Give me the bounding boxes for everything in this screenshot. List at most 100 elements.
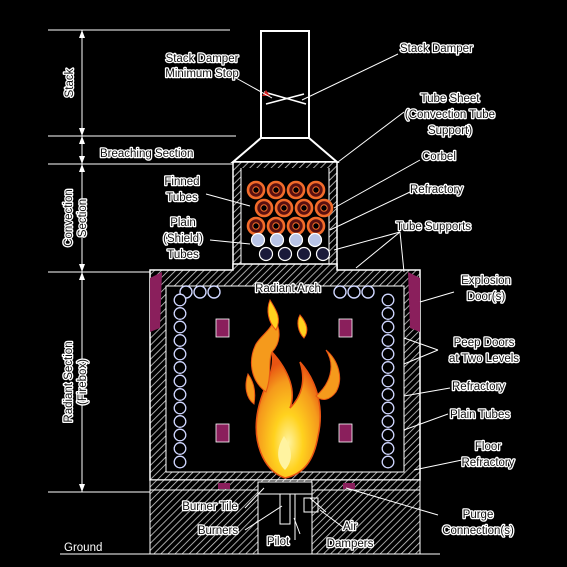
- shield-tube-bank: [250, 232, 331, 262]
- tube-icon: [173, 442, 187, 455]
- label-purge-1: Purge: [463, 509, 494, 521]
- label-air-1: Air: [343, 521, 357, 533]
- label-refractory-side: Refractory: [452, 381, 505, 393]
- section-stack: Stack: [64, 68, 76, 97]
- tube-icon: [307, 232, 323, 248]
- label-finned-1: Finned: [164, 176, 199, 188]
- tube-icon: [173, 361, 187, 374]
- tube-icon: [381, 347, 395, 361]
- tube-icon: [312, 222, 320, 230]
- label-peep-2: at Two Levels: [449, 353, 519, 365]
- tube-icon: [173, 428, 187, 442]
- radiant-arch-tubes: [179, 285, 375, 299]
- label-floor-2: Refractory: [461, 457, 514, 469]
- label-burners: Burners: [198, 525, 239, 537]
- floor: [60, 479, 440, 555]
- tube-icon: [173, 374, 187, 388]
- label-purge-2: Connection(s): [442, 525, 514, 537]
- tube-icon: [277, 246, 293, 262]
- section-breaching: Breaching Section: [100, 148, 193, 160]
- tube-icon: [260, 204, 268, 212]
- tube-icon: [173, 388, 187, 401]
- tube-icon: [252, 222, 260, 230]
- explosion-door-left: [150, 272, 162, 332]
- damper-icon: [262, 90, 307, 105]
- tube-icon: [193, 285, 207, 299]
- tube-icon: [333, 285, 347, 299]
- leader-lines: [205, 53, 463, 535]
- label-peep-1: Peep Doors: [454, 337, 515, 349]
- tube-icon: [269, 232, 285, 248]
- label-tube-sheet-1: Tube Sheet: [420, 93, 480, 105]
- tube-icon: [173, 347, 187, 361]
- label-plain-shield-2: (Shield): [163, 233, 203, 245]
- tube-icon: [381, 374, 395, 388]
- stack: [230, 30, 340, 163]
- tube-icon: [288, 232, 304, 248]
- flame-icon: [245, 298, 341, 479]
- label-stack-damper-min-2: Minimum Stop: [165, 68, 239, 80]
- label-corbel: Corbel: [422, 151, 456, 163]
- tube-icon: [381, 320, 395, 334]
- tube-icon: [173, 334, 187, 347]
- section-dimension-line: [48, 29, 236, 493]
- tube-icon: [173, 307, 187, 320]
- tube-icon: [381, 415, 395, 428]
- label-tube-sheet-2: (Convection Tube: [405, 109, 495, 121]
- tube-icon: [280, 204, 288, 212]
- radiant-tubes-left: [173, 293, 187, 469]
- label-finned-2: Tubes: [166, 192, 198, 204]
- tube-icon: [381, 388, 395, 401]
- label-air-2: Dampers: [327, 538, 374, 550]
- label-explosion-1: Explosion: [461, 275, 511, 287]
- section-radiant-line2: (Firebox): [77, 359, 89, 405]
- tube-icon: [347, 285, 361, 299]
- labels: Stack Damper Minimum Stop Stack Damper T…: [162, 42, 521, 552]
- label-explosion-2: Door(s): [467, 291, 506, 303]
- label-refractory-top: Refractory: [410, 184, 463, 196]
- label-tube-sheet-3: Support): [428, 125, 472, 137]
- tube-icon: [173, 415, 187, 428]
- label-plain-shield-3: Tubes: [167, 249, 199, 261]
- section-convection-line2: Section: [77, 199, 89, 237]
- tube-icon: [258, 246, 274, 262]
- tube-icon: [381, 428, 395, 442]
- tube-icon: [173, 455, 187, 469]
- tube-icon: [361, 285, 375, 299]
- tube-icon: [312, 186, 320, 194]
- tube-icon: [381, 361, 395, 374]
- tube-icon: [320, 204, 328, 212]
- label-stack-damper: Stack Damper: [400, 43, 473, 55]
- tube-icon: [300, 204, 308, 212]
- tube-icon: [272, 186, 280, 194]
- radiant-tubes-right: [381, 293, 395, 469]
- tube-icon: [173, 320, 187, 334]
- section-ground: Ground: [64, 542, 102, 554]
- tube-icon: [381, 455, 395, 469]
- section-radiant-line1: Radiant Section: [63, 341, 75, 422]
- tube-icon: [250, 232, 266, 248]
- tube-icon: [207, 285, 221, 299]
- tube-icon: [296, 246, 312, 262]
- label-plain-tubes: Plain Tubes: [450, 409, 510, 421]
- tube-icon: [272, 222, 280, 230]
- label-radiant-arch: Radiant Arch: [255, 283, 321, 295]
- tube-icon: [173, 401, 187, 415]
- tube-icon: [381, 334, 395, 347]
- label-pilot: Pilot: [267, 536, 290, 548]
- tube-icon: [315, 246, 331, 262]
- label-stack-damper-min-1: Stack Damper: [166, 53, 239, 65]
- tube-icon: [292, 186, 300, 194]
- section-convection-line1: Convection: [63, 189, 75, 247]
- tube-icon: [292, 222, 300, 230]
- label-burner-tile: Burner Tile: [182, 501, 238, 513]
- tube-icon: [252, 186, 260, 194]
- tube-icon: [381, 307, 395, 320]
- tube-icon: [381, 293, 395, 307]
- peep-door-icon: [215, 318, 353, 443]
- label-tube-supports: Tube Supports: [396, 221, 471, 233]
- label-plain-shield-1: Plain: [170, 217, 196, 229]
- label-floor-1: Floor: [475, 441, 501, 453]
- tube-icon: [381, 401, 395, 415]
